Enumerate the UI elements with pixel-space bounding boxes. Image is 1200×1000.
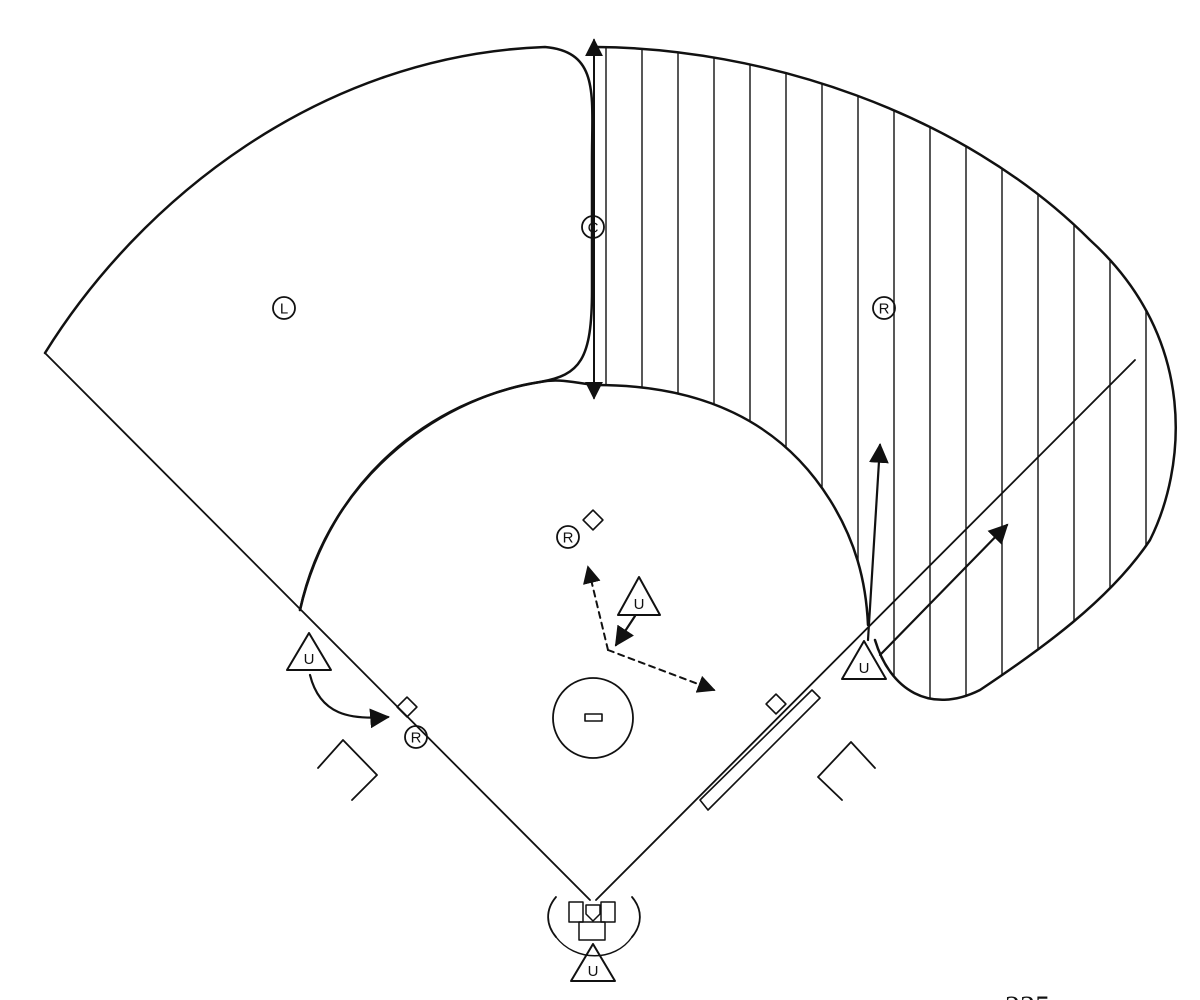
batters-box-right: [600, 901, 616, 923]
umpire-first-base-line-text: U: [859, 660, 870, 677]
umpire-plate: U: [570, 943, 616, 982]
runner-second-base: R: [556, 525, 580, 549]
third-base-coach-box: [317, 739, 378, 801]
first-base-umpire-arrow-up: [866, 443, 889, 642]
first-base-coach-box: [817, 741, 876, 801]
zone-label-right-text: R: [879, 301, 890, 318]
pitchers-mound: [552, 677, 634, 759]
second-base: [582, 509, 604, 531]
home-plate: [585, 904, 601, 922]
infield-umpire-move-arrow: [614, 614, 637, 647]
right-field-hatch: [605, 47, 1147, 700]
first-base-foul-line: [595, 359, 1136, 901]
umpire-plate-text: U: [588, 963, 599, 980]
third-base-umpire-move-arrow: [308, 673, 390, 729]
batters-box-left: [568, 901, 584, 923]
runner-second-base-text: R: [563, 530, 574, 547]
third-base: [396, 696, 418, 718]
right-field-region: [594, 45, 1177, 701]
home-plate-backstop-arc: [555, 936, 633, 957]
zone-label-right: R: [872, 296, 896, 320]
infield-arc: [298, 379, 870, 627]
umpire-third-base-line: U: [286, 632, 332, 671]
zone-label-center-text: C: [588, 220, 599, 237]
dashed-arrow-to-second: [583, 565, 609, 651]
left-field-region: [43, 45, 594, 612]
runner-first-base: R: [404, 725, 428, 749]
umpire-infield-text: U: [634, 596, 645, 613]
dashed-arrow-to-first: [607, 649, 716, 693]
home-plate-arc-left: [547, 896, 557, 938]
runner-first-base-text: R: [411, 730, 422, 747]
page-number: 235: [1005, 990, 1050, 1000]
first-base: [765, 693, 787, 715]
umpire-third-base-line-text: U: [304, 651, 315, 668]
home-plate-arc-right: [631, 896, 641, 938]
zone-label-center: C: [581, 215, 605, 239]
third-base-foul-line: [44, 352, 591, 901]
umpire-first-base-line: U: [841, 640, 887, 680]
first-base-umpire-arrow-diagonal: [878, 523, 1009, 657]
zone-label-left: L: [272, 296, 296, 320]
zone-label-left-text: L: [280, 301, 288, 318]
first-base-running-lane: [699, 689, 821, 811]
catcher: [578, 921, 606, 941]
umpire-infield: U: [617, 576, 661, 616]
pitchers-rubber: [584, 713, 603, 722]
